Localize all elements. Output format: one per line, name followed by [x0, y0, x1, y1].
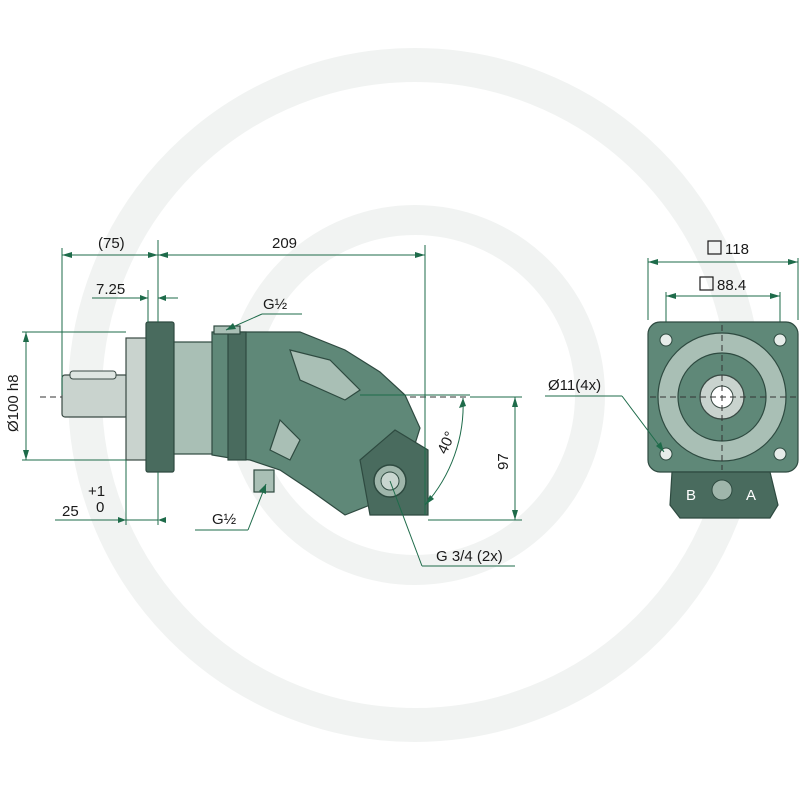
- front-view: 118 88.4 B A Ø11(4x): [545, 240, 799, 519]
- shaft-key: [69, 370, 117, 380]
- dim-tol-zero-label: 0: [96, 499, 104, 516]
- bolt-hole: [659, 333, 673, 347]
- dim-75-label: (75): [98, 235, 125, 252]
- dim-118-label: 118: [725, 241, 749, 258]
- dim-25-label: 25: [62, 503, 79, 520]
- bolt-hole: [773, 333, 787, 347]
- dim-diameter-100-label: Ø100 h8: [5, 374, 22, 432]
- drive-shaft: [61, 374, 129, 418]
- pilot: [125, 337, 149, 461]
- dim-g-half-top-label: G½: [263, 296, 288, 313]
- dim-7-25-label: 7.25: [96, 281, 125, 298]
- side-view: (75) 209 7.25 G½ G½ Ø100 h8 25 +: [5, 235, 522, 567]
- dim-g-half-bottom-label: G½: [212, 511, 237, 528]
- dim-88-4-label: 88.4: [717, 277, 746, 294]
- bolt-hole: [773, 447, 787, 461]
- dim-g-3-4-label: G 3/4 (2x): [436, 548, 503, 565]
- dim-hole-label: Ø11(4x): [548, 377, 601, 394]
- dim-209-label: 209: [272, 235, 297, 252]
- flange-collar: [173, 341, 215, 455]
- front-port-plug: [711, 479, 733, 501]
- port-b-label: B: [686, 487, 696, 504]
- housing-highlight: [289, 349, 361, 401]
- housing-ring: [227, 331, 247, 461]
- dim-97-label: 97: [495, 453, 512, 470]
- square-symbol-118: [707, 240, 722, 255]
- housing-highlight-2: [269, 418, 301, 461]
- square-symbol-88: [699, 276, 714, 291]
- port-a-label: A: [746, 487, 756, 504]
- bolt-holes: [659, 333, 787, 461]
- dim-tol-plus-label: +1: [88, 483, 105, 500]
- mounting-flange: [145, 321, 175, 473]
